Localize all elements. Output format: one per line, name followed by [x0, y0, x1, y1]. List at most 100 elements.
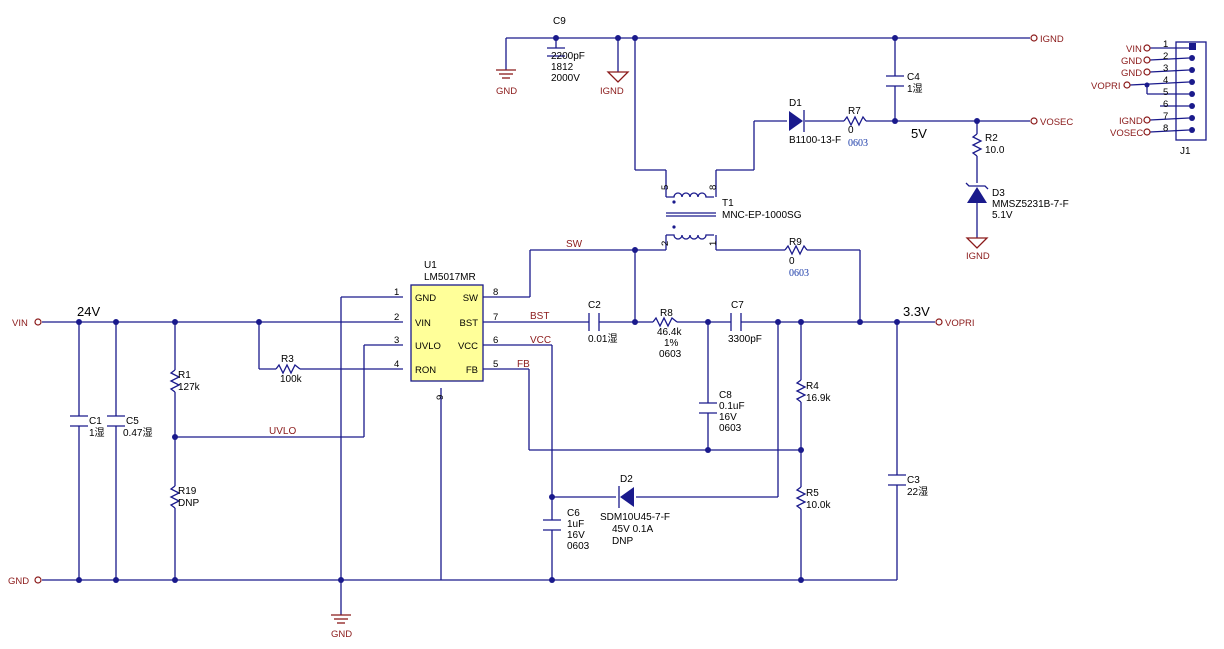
u1-pin-vcc: VCC: [458, 341, 478, 352]
resistor-symbols: [169, 115, 983, 510]
d3-voltage: 5.1V: [992, 210, 1013, 221]
r5-ref: R5: [806, 488, 819, 499]
rail-24v: 24V: [77, 304, 100, 319]
u1-pin-vin: VIN: [415, 318, 431, 329]
net-vcc: VCC: [530, 335, 551, 346]
r1-value: 127k: [178, 382, 201, 393]
u1-pin3-num: 3: [394, 335, 399, 346]
net-uvlo: UVLO: [269, 426, 296, 437]
r19-value: DNP: [178, 498, 199, 509]
j1-net-ignd: IGND: [1119, 116, 1143, 127]
t1-pin1: 1: [708, 241, 719, 246]
transformer-t1: 5 8 2 1 T1 MNC-EP-1000SG: [660, 185, 802, 246]
j1-net-vopri: VOPRI: [1091, 81, 1121, 92]
d2-rating: 45V 0.1A: [612, 524, 653, 535]
j1-pin4: 4: [1163, 75, 1168, 86]
d3-value: MMSZ5231B-7-F: [992, 199, 1069, 210]
junctions: [76, 35, 980, 583]
u1-pin2-num: 2: [394, 312, 399, 323]
c7-value: 3300pF: [728, 334, 762, 345]
d2-dnp: DNP: [612, 536, 633, 547]
rail-3v3: 3.3V: [903, 304, 930, 319]
gnd-symbol-bottom-label: GND: [331, 629, 352, 640]
u1-pin5-num: 5: [493, 359, 498, 370]
r9-value: 0: [789, 256, 795, 267]
u1-value: LM5017MR: [424, 272, 476, 283]
connector-j1: VIN GND GND VOPRI IGND VOSEC 1 2 3 4 5 6…: [1091, 39, 1207, 157]
u1-pin9-num: 9: [435, 395, 446, 400]
gnd-symbol-c9-label: GND: [496, 86, 517, 97]
u1-ref: U1: [424, 260, 437, 271]
t1-pin8: 8: [708, 185, 719, 190]
d3-ref: D3: [992, 188, 1005, 199]
d2-value: SDM10U45-7-F: [600, 512, 670, 523]
r4-ref: R4: [806, 381, 819, 392]
c9-ref: C9: [553, 16, 566, 27]
net-sw: SW: [566, 239, 583, 250]
u1-pin1-num: 1: [394, 287, 399, 298]
component-labels: C9 2200pF 1812 2000V C4 1湿 D1 B1100-13-F…: [89, 16, 1069, 552]
d2-ref: D2: [620, 474, 633, 485]
c8-value: 0.1uF: [719, 401, 745, 412]
j1-net-gnd-2: GND: [1121, 56, 1142, 67]
c8-ref: C8: [719, 390, 732, 401]
r1-ref: R1: [178, 370, 191, 381]
port-vopri-right: VOPRI: [945, 318, 975, 329]
d1-ref: D1: [789, 98, 802, 109]
c9-package: 1812: [551, 62, 574, 73]
r2-ref: R2: [985, 133, 998, 144]
r2-value: 10.0: [985, 145, 1005, 156]
c9-voltage: 2000V: [551, 73, 580, 84]
u1-lm5017mr: U1 LM5017MR GND VIN UVLO RON SW BST VCC …: [394, 260, 498, 400]
u1-pin-bst: BST: [460, 318, 479, 329]
rail-5v: 5V: [911, 126, 927, 141]
r19-ref: R19: [178, 486, 197, 497]
j1-net-vin: VIN: [1126, 44, 1142, 55]
r4-value: 16.9k: [806, 393, 831, 404]
net-bst: BST: [530, 311, 549, 322]
c1-value: 1湿: [89, 427, 105, 439]
diode-symbols: [618, 110, 989, 508]
c2-ref: C2: [588, 300, 601, 311]
port-ignd-top: IGND: [1040, 34, 1064, 45]
j1-pin5: 5: [1163, 87, 1168, 98]
j1-pin6: 6: [1163, 99, 1168, 110]
r7-package: 0603: [848, 138, 868, 149]
u1-pin-ron: RON: [415, 365, 436, 376]
r9-package: 0603: [789, 268, 809, 279]
r3-ref: R3: [281, 354, 294, 365]
u1-pin8-num: 8: [493, 287, 498, 298]
r8-tolerance: 1%: [664, 338, 679, 349]
c6-package: 0603: [567, 541, 590, 552]
port-gnd-left: GND: [8, 576, 29, 587]
capacitor-symbols: [70, 47, 906, 531]
c6-voltage: 16V: [567, 530, 585, 541]
r8-ref: R8: [660, 308, 673, 319]
c9-value: 2200pF: [551, 51, 585, 62]
c5-value: 0.47湿: [123, 427, 152, 439]
port-vosec: VOSEC: [1040, 117, 1073, 128]
c1-ref: C1: [89, 416, 102, 427]
c6-value: 1uF: [567, 519, 584, 530]
port-vin-left: VIN: [12, 318, 28, 329]
r5-value: 10.0k: [806, 500, 831, 511]
c4-value: 1湿: [907, 83, 923, 95]
u1-pin-sw: SW: [463, 293, 478, 304]
wires: [42, 37, 1030, 615]
c4-ref: C4: [907, 72, 920, 83]
c2-value: 0.01湿: [588, 333, 617, 345]
u1-pin4-num: 4: [394, 359, 399, 370]
u1-pin-uvlo: UVLO: [415, 341, 441, 352]
t1-pin2: 2: [660, 241, 671, 246]
net-fb: FB: [517, 359, 530, 370]
j1-pin7: 7: [1163, 111, 1168, 122]
j1-ref: J1: [1180, 146, 1191, 157]
net-labels: 24V 3.3V 5V SW BST VCC FB UVLO: [77, 126, 930, 437]
c5-ref: C5: [126, 416, 139, 427]
t1-ref: T1: [722, 198, 734, 209]
j1-net-vosec: VOSEC: [1110, 128, 1143, 139]
j1-pin2: 2: [1163, 51, 1168, 62]
u1-pin6-num: 6: [493, 335, 498, 346]
r7-ref: R7: [848, 106, 861, 117]
